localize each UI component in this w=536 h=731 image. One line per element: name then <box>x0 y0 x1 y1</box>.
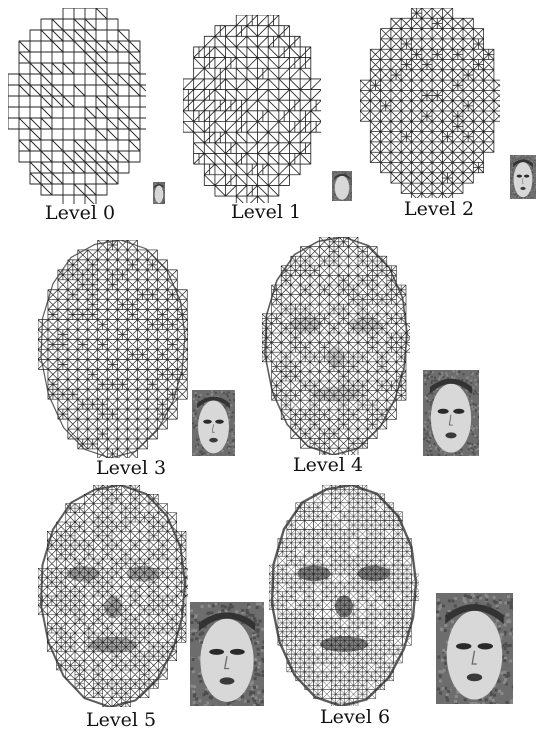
mesh-level-0 <box>8 8 146 204</box>
mesh-level-4 <box>262 237 410 455</box>
level-label-1: Level 1 <box>231 203 301 222</box>
face-thumbnail-level-5 <box>190 602 264 706</box>
mesh-level-5 <box>38 485 188 707</box>
level-label-6: Level 6 <box>320 708 390 727</box>
face-thumbnail-level-2 <box>510 155 536 199</box>
face-thumbnail-level-0 <box>153 182 165 204</box>
level-label-4: Level 4 <box>293 456 363 475</box>
level-label-3: Level 3 <box>96 459 166 478</box>
level-label-0: Level 0 <box>45 204 115 223</box>
face-thumbnail-level-1 <box>332 171 352 201</box>
level-label-2: Level 2 <box>404 200 474 219</box>
mesh-level-1 <box>183 15 321 203</box>
face-thumbnail-level-6 <box>436 593 513 704</box>
face-thumbnail-level-3 <box>192 390 235 456</box>
mesh-level-3 <box>38 240 188 458</box>
mesh-level-6 <box>269 485 419 706</box>
face-thumbnail-level-4 <box>423 370 479 456</box>
level-label-5: Level 5 <box>86 711 156 730</box>
mesh-level-2 <box>360 8 500 198</box>
